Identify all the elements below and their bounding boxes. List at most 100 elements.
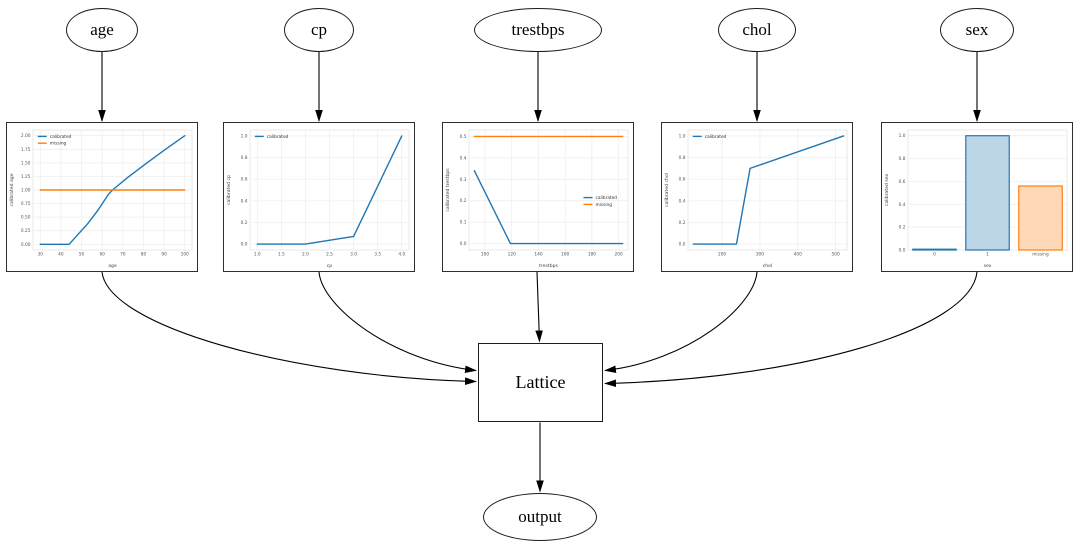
x-axis-label: cp — [327, 264, 333, 269]
y-tick-label: 0.4 — [241, 198, 248, 204]
node-cp: cp — [284, 8, 354, 52]
edge-plot-chol-to-lattice — [604, 271, 758, 374]
x-tick-label: 100 — [181, 252, 189, 258]
edge-plot-trestbps-to-lattice — [535, 271, 543, 343]
y-tick-label: 1.0 — [241, 133, 248, 139]
y-tick-label: 0.2 — [241, 220, 248, 226]
node-lattice-label: Lattice — [515, 372, 566, 392]
y-axis-label: calibrated sex — [884, 174, 890, 207]
x-axis-label: trestbps — [539, 263, 558, 269]
y-tick-label: 0.4 — [679, 198, 686, 204]
legend-label: calibrated — [267, 134, 289, 140]
y-tick-label: 0.2 — [899, 225, 906, 231]
x-tick-label: 50 — [79, 252, 85, 258]
x-tick-label: 3.5 — [374, 252, 381, 258]
x-tick-label: 200 — [615, 252, 623, 258]
y-tick-label: 0.0 — [679, 242, 686, 248]
x-axis-label: chol — [763, 263, 773, 269]
edge-plot-sex-to-lattice — [604, 271, 978, 388]
y-tick-label: 0.50 — [21, 215, 31, 221]
y-tick-label: 0.3 — [460, 177, 467, 183]
edge-plot-cp-to-lattice — [318, 271, 477, 374]
y-axis-label: calibrated age — [9, 173, 15, 206]
x-tick-label: 1.0 — [254, 252, 261, 258]
axes-area — [468, 129, 629, 251]
axes-area — [687, 129, 848, 251]
x-tick-label: 500 — [832, 252, 840, 258]
bar-missing — [1018, 185, 1063, 251]
legend-label: missing — [50, 141, 67, 147]
node-sex-label: sex — [965, 20, 989, 39]
x-tick-label: 70 — [120, 252, 126, 258]
node-lattice: Lattice — [478, 343, 603, 422]
y-tick-label: 0.6 — [899, 179, 906, 185]
y-axis-label: calibrated trestbps — [445, 168, 451, 212]
legend-label: calibrated — [50, 134, 72, 140]
x-tick-label: 160 — [561, 252, 569, 258]
x-axis-label: age — [108, 264, 117, 269]
node-trestbps-label: trestbps — [511, 20, 565, 39]
x-tick-label: 180 — [588, 252, 596, 258]
series-calibrated — [39, 134, 186, 246]
y-tick-label: 0.8 — [899, 156, 906, 162]
y-tick-label: 0.4 — [899, 202, 906, 208]
x-tick-label: 80 — [141, 252, 147, 258]
legend-label: missing — [595, 202, 612, 208]
x-tick-label: 2.0 — [302, 252, 309, 258]
y-tick-label: 0.00 — [21, 242, 31, 248]
y-tick-label: 2.00 — [21, 133, 31, 139]
y-tick-label: 0.2 — [679, 220, 686, 226]
y-tick-label: 0.0 — [460, 241, 467, 247]
node-chol: chol — [718, 8, 796, 52]
node-chol-label: chol — [742, 20, 772, 39]
y-tick-label: 1.25 — [21, 174, 31, 180]
x-tick-label: 2.5 — [326, 252, 333, 258]
edge-plot-age-to-lattice — [101, 271, 477, 386]
legend-label: calibrated — [705, 134, 727, 140]
x-tick-label: 40 — [58, 252, 64, 258]
y-tick-label: 1.50 — [21, 160, 31, 166]
y-tick-label: 0.8 — [679, 155, 686, 161]
y-tick-label: 1.0 — [679, 133, 686, 139]
y-tick-label: 0.0 — [241, 242, 248, 248]
x-tick-label: 100 — [481, 252, 489, 258]
y-axis-label: calibrated chol — [664, 173, 670, 207]
x-tick-label: 1.5 — [278, 252, 285, 258]
y-tick-label: 1.75 — [21, 147, 31, 153]
y-tick-label: 1.0 — [899, 133, 906, 139]
y-tick-label: 0.6 — [241, 177, 248, 183]
bar-1 — [965, 135, 1010, 251]
x-axis-label: sex — [984, 264, 992, 269]
node-age: age — [66, 8, 138, 52]
y-tick-label: 1.00 — [21, 188, 31, 194]
legend-label: calibrated — [595, 195, 617, 201]
node-output: output — [483, 493, 597, 541]
series-calibrated — [473, 170, 624, 245]
y-tick-label: 0.25 — [21, 228, 31, 234]
x-tick-label: 300 — [756, 252, 764, 258]
node-age-label: age — [90, 20, 114, 39]
x-tick-label: 4.0 — [398, 252, 405, 258]
x-tick-label: 0 — [933, 252, 936, 258]
node-sex: sex — [940, 8, 1014, 52]
series-calibrated — [256, 135, 403, 245]
x-tick-label: 400 — [794, 252, 802, 258]
y-tick-label: 0.4 — [460, 155, 467, 161]
node-output-label: output — [518, 507, 562, 526]
y-tick-label: 0.2 — [460, 198, 467, 204]
y-axis-label: calibrated cp — [226, 175, 232, 205]
y-tick-label: 0.75 — [21, 201, 31, 207]
x-tick-label: missing — [1032, 252, 1049, 258]
y-tick-label: 0.6 — [679, 177, 686, 183]
